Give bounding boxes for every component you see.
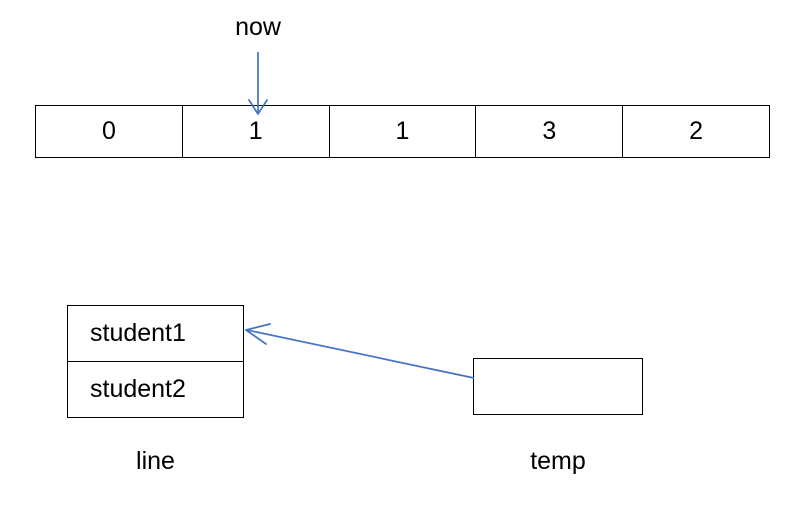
- temp-box: [473, 358, 643, 415]
- array-cell-2: 1: [328, 105, 477, 158]
- line-caption: line: [136, 447, 175, 475]
- temp-caption: temp: [530, 447, 586, 475]
- now-label: now: [235, 13, 281, 41]
- array-row: 0 1 1 3 2: [35, 105, 770, 158]
- array-cell-4: 2: [622, 105, 770, 158]
- temp-arrow-head: [245, 323, 271, 345]
- line-struct-box: student1 student2: [67, 305, 244, 418]
- line-student1-cell: student1: [68, 306, 243, 362]
- temp-arrow-shaft: [246, 329, 475, 379]
- array-cell-3: 3: [475, 105, 624, 158]
- array-cell-1: 1: [181, 105, 330, 158]
- temp-to-line-arrow: [245, 323, 475, 379]
- line-student2-cell: student2: [90, 374, 186, 403]
- array-cell-0: 0: [35, 105, 183, 158]
- array-table: 0 1 1 3 2: [35, 105, 770, 158]
